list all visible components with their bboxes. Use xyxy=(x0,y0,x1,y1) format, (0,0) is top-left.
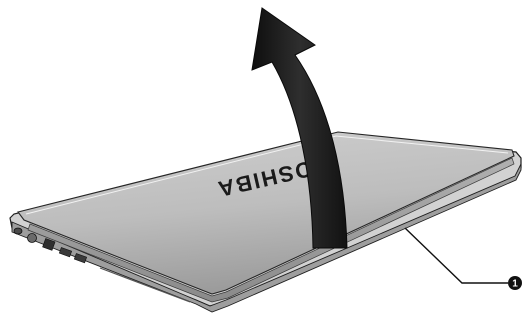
optical-drive-slot xyxy=(99,267,191,303)
open-direction-arrow xyxy=(251,7,348,249)
port-usb-1 xyxy=(58,247,73,258)
callout-number: 1 xyxy=(512,279,518,290)
port-dc-in xyxy=(13,227,23,235)
port-power-icon xyxy=(27,233,37,243)
side-ports xyxy=(13,227,191,303)
laptop-lid xyxy=(17,131,515,303)
port-lan xyxy=(42,238,56,251)
port-usb-2 xyxy=(73,253,88,264)
callout-badge: 1 xyxy=(508,276,522,290)
callout-leader-line xyxy=(404,227,508,284)
